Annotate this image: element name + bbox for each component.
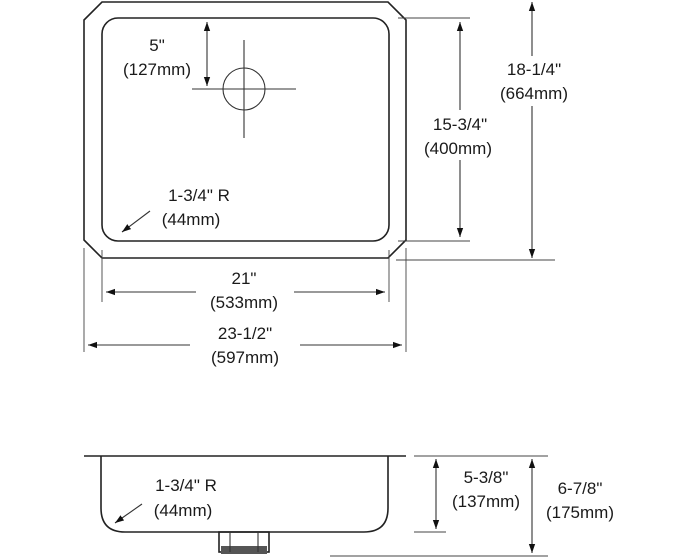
section-radius-imperial: 1-3/4" R [155,476,217,495]
overall-depth-imperial: 18-1/4" [507,60,561,79]
overall-depth-metric: (664mm) [500,84,568,103]
drain-offset-imperial: 5" [149,36,165,55]
bowl-width-imperial: 21" [232,269,257,288]
bowl-depth-metric: (400mm) [424,139,492,158]
section-height-metric: (175mm) [546,503,614,522]
section-radius-leader [114,503,143,524]
sink-rim-outline [83,1,407,259]
bowl-depth-imperial: 15-3/4" [433,115,487,134]
section-depth-metric: (137mm) [452,492,520,511]
corner-radius-metric: (44mm) [162,210,221,229]
section-radius-metric: (44mm) [154,501,213,520]
corner-radius-leader [121,210,151,233]
plan-view: 5" (127mm) 1-3/4" R (44mm) 15-3/4" (400m… [83,1,576,370]
sink-bowl-outline [101,17,390,242]
drain-offset-metric: (127mm) [123,60,191,79]
overall-width-metric: (597mm) [211,348,279,367]
section-height-imperial: 6-7/8" [558,479,603,498]
section-depth-imperial: 5-3/8" [464,468,509,487]
drain-symbol [192,40,296,138]
section-view: 1-3/4" R (44mm) 5-3/8" (137mm) 6-7/8" (1… [84,455,620,557]
drain-tailpiece [218,531,270,554]
bowl-width-metric: (533mm) [210,293,278,312]
corner-radius-imperial: 1-3/4" R [168,186,230,205]
bowl-profile [100,456,389,533]
overall-width-imperial: 23-1/2" [218,324,272,343]
